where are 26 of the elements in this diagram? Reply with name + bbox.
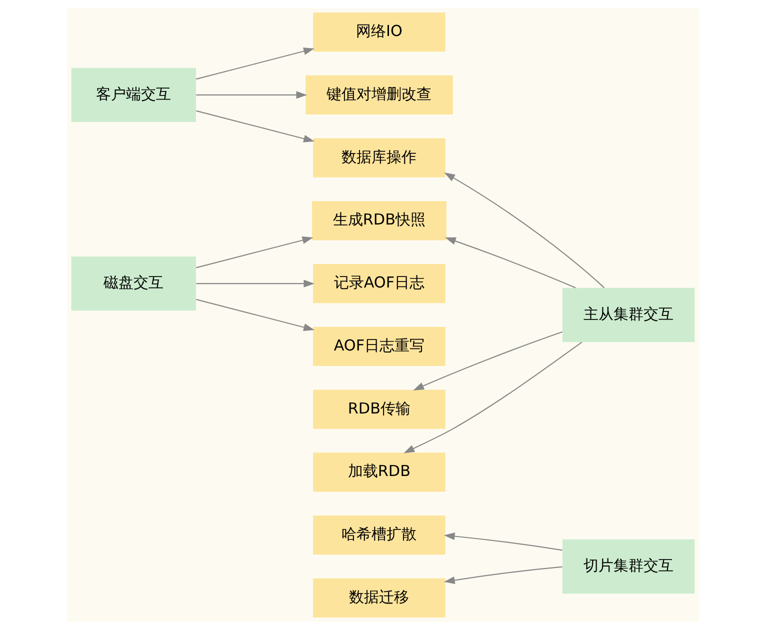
node-box: 主从集群交互 <box>562 288 695 342</box>
node-box: 键值对增删改查 <box>306 75 453 114</box>
arrow <box>413 331 563 390</box>
node-box: 客户端交互 <box>71 68 196 122</box>
arrow <box>444 172 605 288</box>
node-box: 切片集群交互 <box>562 539 695 594</box>
node-box: 加载RDB <box>313 452 446 492</box>
arrow <box>196 298 314 331</box>
node-box: 数据库操作 <box>313 138 446 178</box>
arrow <box>196 110 314 142</box>
arrow <box>196 91 308 99</box>
node-box: 数据迁移 <box>313 578 446 618</box>
node-box: 记录AOF日志 <box>313 264 446 304</box>
node-box: 哈希槽扩散 <box>313 516 446 555</box>
node-box: 磁盘交互 <box>71 256 196 311</box>
node-box: 生成RDB快照 <box>312 201 446 240</box>
node-box: AOF日志重写 <box>313 326 446 366</box>
arrow <box>444 237 576 288</box>
arrow <box>404 342 582 454</box>
arrow <box>444 566 562 584</box>
arrow <box>196 280 315 288</box>
arrow <box>196 48 314 80</box>
node-box: 网络IO <box>313 12 446 52</box>
arrow <box>444 532 562 551</box>
arrow <box>196 236 314 268</box>
node-box: RDB传输 <box>313 390 446 429</box>
